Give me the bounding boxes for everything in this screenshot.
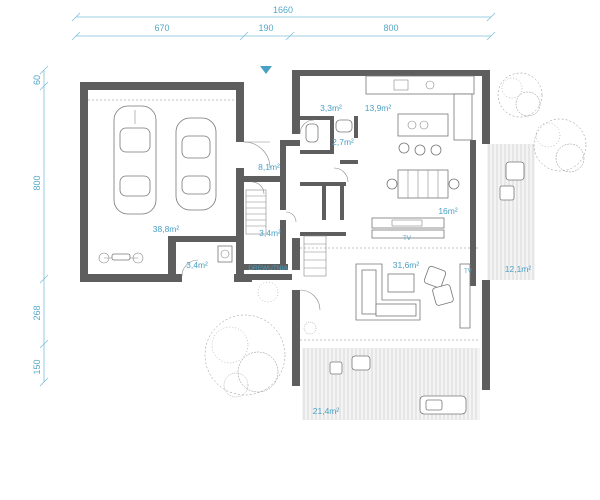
dim-left-seg-1: 60: [32, 75, 42, 85]
plant-living: [303, 321, 317, 335]
room-kitchen-area: 13,9m²: [365, 103, 392, 113]
dim-top-seg-2: 190: [258, 23, 273, 33]
dimension-lines: [39, 12, 496, 387]
tree-bottom-left: [204, 314, 286, 398]
stairs: [303, 235, 327, 277]
armchairs: [423, 265, 454, 306]
sofa: [355, 263, 421, 321]
room-wc-area: 2,7m²: [332, 137, 354, 147]
shrub-near-woodshed: [257, 281, 279, 303]
room-boiler-area: 3,4m²: [259, 228, 281, 238]
motorcycle: [98, 252, 144, 264]
wardrobe-hatch: [245, 189, 267, 235]
dim-top-seg-1: 670: [154, 23, 169, 33]
room-terrace-front-area: 21,4m²: [313, 406, 340, 416]
utility-sink: [217, 245, 233, 263]
wc-fixtures: [305, 119, 353, 143]
room-garage-area: 38,8m²: [153, 224, 180, 234]
doors: [181, 119, 349, 311]
dim-left-seg-3: 268: [32, 305, 42, 320]
car-left: [113, 105, 157, 215]
kitchen-counter: [365, 75, 475, 141]
room-terrace-side-area: 12,1m²: [505, 264, 532, 274]
entrance-arrow-icon: [260, 66, 272, 74]
interior-lines: [88, 99, 480, 341]
terrace-side-furniture: [499, 161, 525, 201]
tv-label-console: TV: [403, 236, 411, 242]
room-dining-area: 16m²: [438, 206, 458, 216]
room-garage-store-area: 3,4m²: [186, 260, 208, 270]
tv-label-living: TV: [464, 269, 472, 275]
dim-left-seg-2: 800: [32, 175, 42, 190]
dining-table: [386, 169, 460, 199]
tree-right: [533, 118, 587, 173]
terrace-front-furniture: [329, 355, 467, 415]
bar-stools: [398, 142, 442, 156]
kitchen-island: [397, 113, 449, 137]
room-pantry-area: 3,3m²: [320, 103, 342, 113]
room-woodshed-label: DREWUTNIA: [248, 265, 288, 272]
dim-left-seg-4: 150: [32, 359, 42, 374]
tree-top-right: [497, 72, 543, 118]
room-hall-area: 8,1m²: [258, 162, 280, 172]
car-right: [175, 117, 217, 211]
coffee-table: [387, 273, 415, 293]
dim-top-seg-3: 800: [383, 23, 398, 33]
dim-top-total: 1660: [273, 5, 293, 15]
tv-console: [371, 217, 445, 239]
tv-wall-unit: [459, 263, 471, 329]
room-living-area: 31,6m²: [393, 260, 420, 270]
walls: [80, 70, 490, 390]
